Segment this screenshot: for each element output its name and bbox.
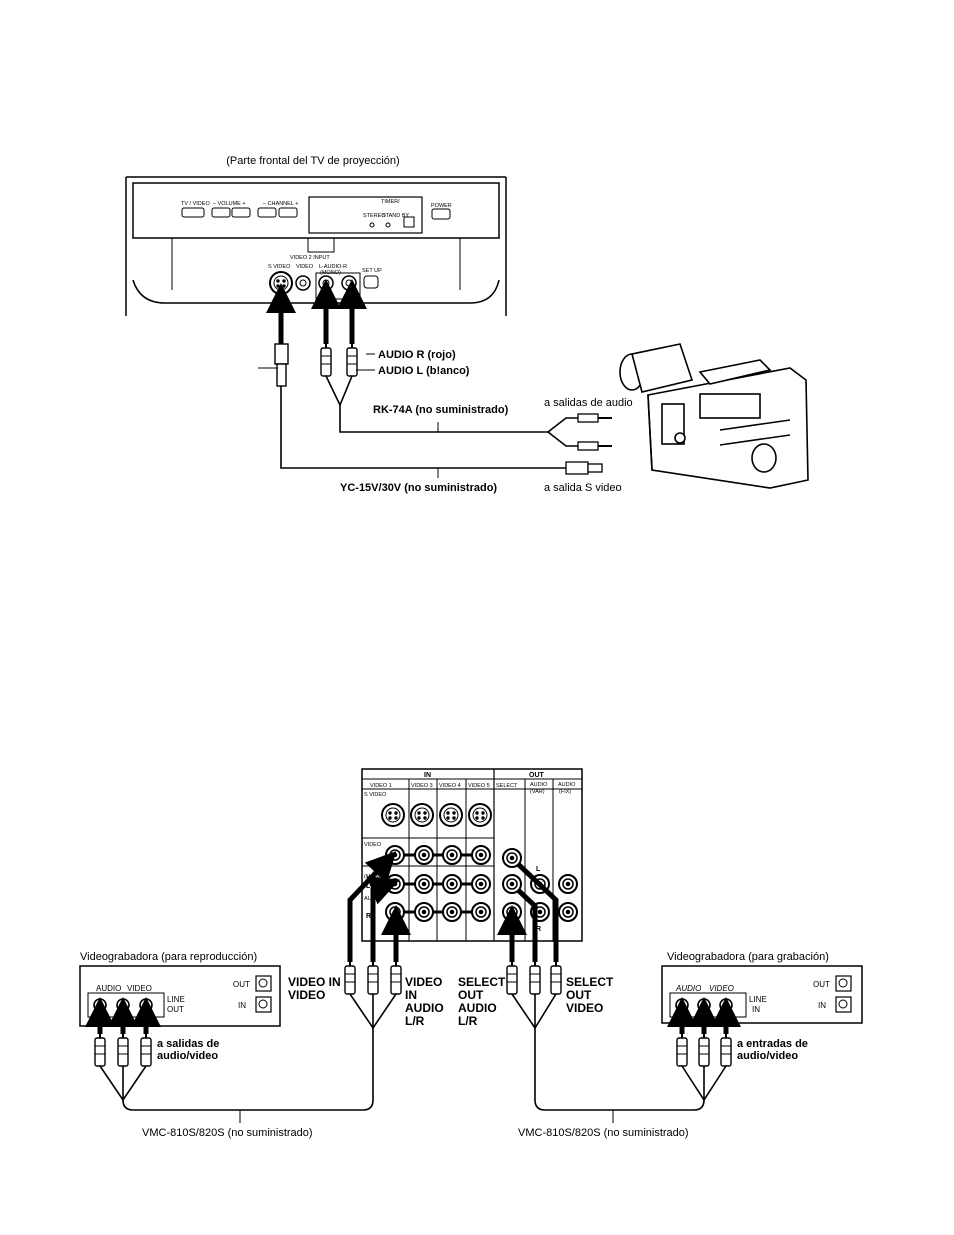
svg-text:RK-74A (no suministrado): RK-74A (no suministrado) — [373, 404, 509, 416]
svg-text:IN: IN — [818, 1001, 826, 1010]
svg-text:VIDEO: VIDEO — [296, 264, 314, 270]
svg-text:YC-15V/30V (no suministrado): YC-15V/30V (no suministrado) — [340, 482, 497, 494]
svg-text:R: R — [366, 913, 371, 920]
svg-text:AUDIO: AUDIO — [558, 782, 576, 788]
svg-text:a entradas de: a entradas de — [737, 1038, 808, 1050]
svg-text:OUT: OUT — [167, 1005, 184, 1014]
svg-text:STAND BY: STAND BY — [382, 213, 409, 219]
svg-text:SELECT: SELECT — [496, 783, 518, 789]
vcr-labels: Videograbadora (para reproducción) Video… — [80, 951, 830, 1014]
svg-text:OUT: OUT — [566, 988, 592, 1002]
camcorder-illustration — [619, 343, 809, 489]
svg-text:TV / VIDEO: TV / VIDEO — [181, 201, 210, 207]
svg-text:audio/video: audio/video — [157, 1050, 218, 1062]
svg-text:(MONO): (MONO) — [320, 270, 341, 276]
svg-text:SET UP: SET UP — [362, 268, 382, 274]
svg-text:AUDIO: AUDIO — [405, 1001, 444, 1015]
svg-text:VIDEO: VIDEO — [288, 988, 325, 1002]
svg-text:VIDEO: VIDEO — [364, 842, 382, 848]
top-caption: (Parte frontal del TV de proyección) — [226, 155, 399, 167]
vcr-play-title: Videograbadora (para reproducción) — [80, 951, 257, 963]
svg-text:POWER: POWER — [431, 203, 452, 209]
svg-text:TIMER/: TIMER/ — [381, 199, 400, 205]
svg-text:S VIDEO: S VIDEO — [364, 792, 387, 798]
svg-text:VIDEO 4: VIDEO 4 — [439, 783, 461, 789]
svg-text:SELECT: SELECT — [566, 975, 614, 989]
svg-text:a salida S video: a salida S video — [544, 482, 622, 494]
vcr-rec-arrows — [667, 997, 741, 1034]
svg-text:VIDEO: VIDEO — [127, 984, 152, 993]
svg-text:OUT: OUT — [529, 772, 545, 779]
svg-text:R: R — [536, 926, 541, 933]
svg-text:– CHANNEL +: – CHANNEL + — [263, 201, 298, 207]
svg-text:VIDEO: VIDEO — [405, 975, 442, 989]
svg-text:SELECT: SELECT — [458, 975, 506, 989]
svg-text:LINE: LINE — [749, 995, 767, 1004]
svg-text:VIDEO 2 INPUT: VIDEO 2 INPUT — [290, 255, 330, 261]
svg-text:OUT: OUT — [458, 988, 484, 1002]
svg-text:AUDIO: AUDIO — [675, 984, 701, 993]
svg-text:a salidas de: a salidas de — [157, 1038, 219, 1050]
tv-rear-panel — [361, 768, 583, 942]
svg-text:VMC-810S/820S (no suministrado: VMC-810S/820S (no suministrado) — [142, 1127, 313, 1139]
svg-text:OUT: OUT — [233, 980, 250, 989]
tv-panel-labels: TV / VIDEO – VOLUME + – CHANNEL + TIMER/… — [181, 199, 452, 276]
svg-text:LINE: LINE — [167, 995, 185, 1004]
top-labels: AUDIO R (rojo) AUDIO L (b!anco) RK-74A (… — [340, 349, 633, 494]
svg-text:L-AUDIO-R: L-AUDIO-R — [319, 264, 347, 270]
svg-text:VIDEO: VIDEO — [709, 984, 734, 993]
svg-text:STEREO: STEREO — [363, 213, 386, 219]
vcr-play-arrows — [85, 997, 161, 1034]
svg-text:AUDIO: AUDIO — [530, 782, 548, 788]
tv-front-panel — [125, 176, 507, 316]
bottom-thick-cables — [347, 851, 559, 962]
svg-text:VIDEO: VIDEO — [566, 1001, 603, 1015]
svg-text:AUDIO R (rojo): AUDIO R (rojo) — [378, 349, 456, 361]
svg-text:– VOLUME +: – VOLUME + — [213, 201, 246, 207]
svg-text:VIDEO 1: VIDEO 1 — [370, 783, 392, 789]
svg-text:VIDEO IN: VIDEO IN — [288, 975, 341, 989]
svg-text:VIDEO 5: VIDEO 5 — [468, 783, 490, 789]
bottom-thin-cables — [99, 993, 727, 1123]
bottom-cable-labels: VIDEO IN VIDEO VIDEO IN AUDIO L/R SELECT… — [142, 975, 808, 1139]
svg-text:AUDIO L (b!anco): AUDIO L (b!anco) — [378, 365, 470, 377]
svg-text:audio/video: audio/video — [737, 1050, 798, 1062]
svg-text:VMC-810S/820S (no suministrado: VMC-810S/820S (no suministrado) — [518, 1127, 689, 1139]
svg-text:a salidas de audio: a salidas de audio — [544, 397, 633, 409]
svg-text:IN: IN — [424, 772, 431, 779]
svg-text:AUDIO: AUDIO — [458, 1001, 497, 1015]
svg-text:VIDEO 3: VIDEO 3 — [411, 783, 433, 789]
svg-text:AUDIO: AUDIO — [96, 984, 121, 993]
svg-text:L/R: L/R — [458, 1014, 478, 1028]
vcr-rec-title: Videograbadora (para grabación) — [667, 951, 829, 963]
svg-text:S VIDEO: S VIDEO — [268, 264, 291, 270]
top-cables — [258, 279, 612, 478]
svg-text:OUT: OUT — [813, 980, 830, 989]
svg-text:(FIX): (FIX) — [559, 789, 571, 795]
svg-text:L: L — [536, 866, 541, 873]
svg-text:IN: IN — [405, 988, 417, 1002]
svg-text:(VAR): (VAR) — [530, 789, 545, 795]
svg-text:IN: IN — [238, 1001, 246, 1010]
svg-text:IN: IN — [752, 1005, 760, 1014]
vcr-rec-device — [661, 965, 863, 1024]
svg-text:L/R: L/R — [405, 1014, 425, 1028]
